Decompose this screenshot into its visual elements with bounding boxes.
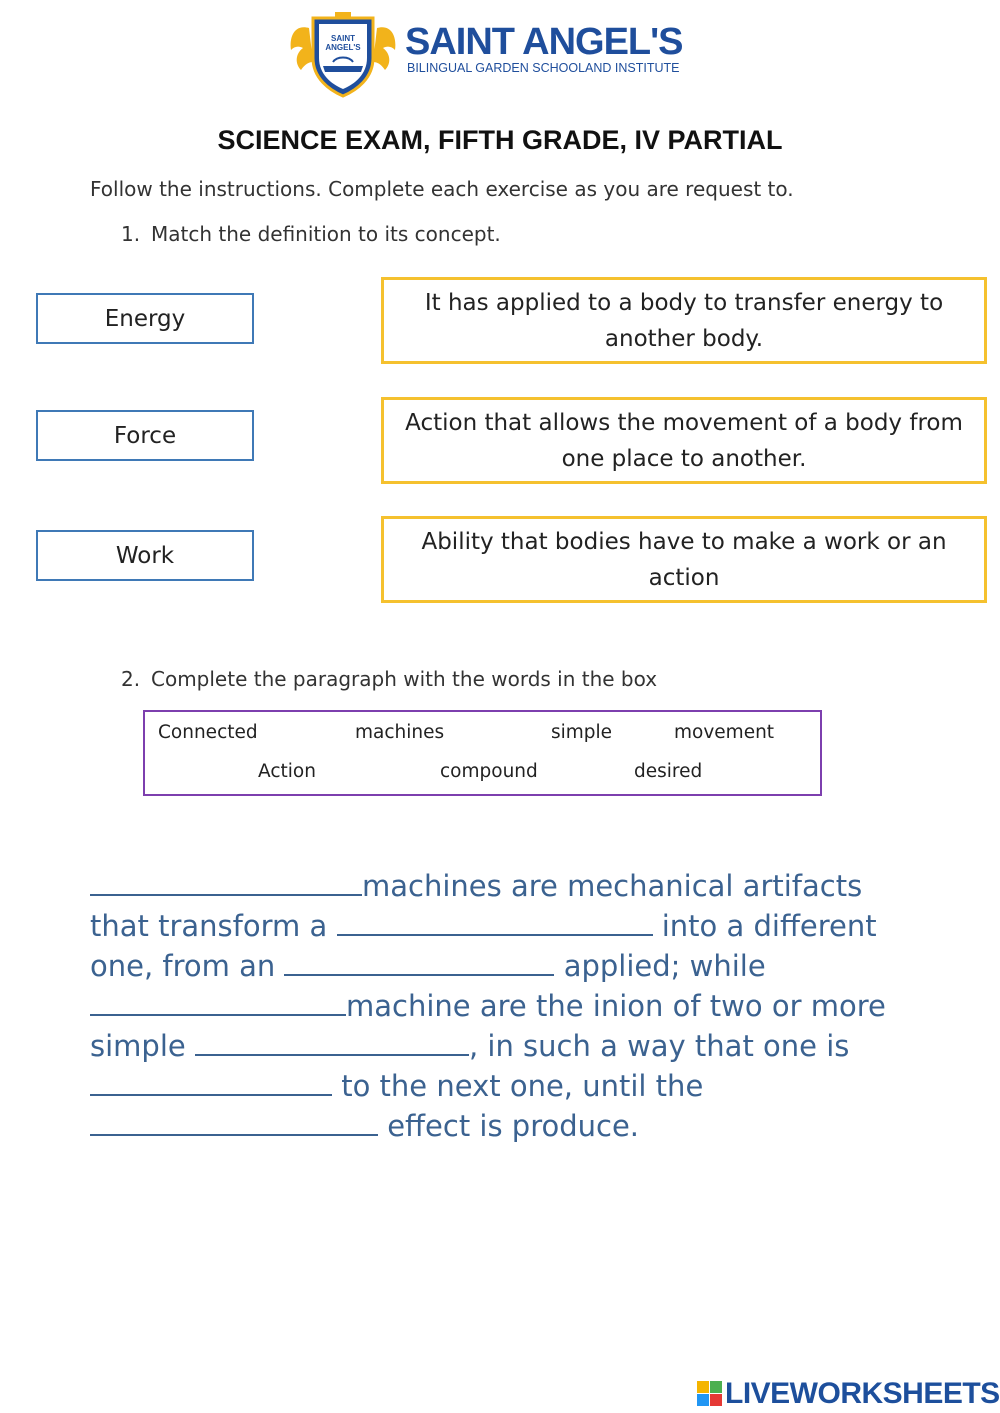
paragraph-line-4: machine are the inion of two or more <box>90 986 886 1026</box>
blank-input-5[interactable] <box>194 1028 469 1056</box>
exam-title: SCIENCE EXAM, FIFTH GRADE, IV PARTIAL <box>217 125 783 155</box>
blank-input-1[interactable] <box>90 868 362 896</box>
word-bank-item: machines <box>355 722 445 743</box>
liveworksheets-icon <box>697 1381 722 1406</box>
question-1-heading: 1. Match the definition to its concept. <box>121 221 501 247</box>
paragraph-text: applied; while <box>554 949 766 983</box>
paragraph-line-6: to the next one, until the <box>90 1066 703 1106</box>
word-bank-item: Action <box>258 761 316 782</box>
paragraph-text: that transform a <box>90 909 328 943</box>
crest-text: SAINT ANGEL'S <box>325 34 361 52</box>
paragraph-text: effect is produce. <box>378 1109 640 1143</box>
definition-box-2[interactable]: Action that allows the movement of a bod… <box>381 397 987 484</box>
paragraph-text: machine are the inion of two or more <box>346 989 886 1023</box>
question-1-text: Match the definition to its concept. <box>151 222 501 246</box>
paragraph-text: one, from an <box>90 949 276 983</box>
word-bank-item: desired <box>634 761 703 782</box>
blank-input-6[interactable] <box>90 1068 332 1096</box>
paragraph-line-3: one, from an applied; while <box>90 946 766 986</box>
word-bank-item: movement <box>674 722 775 743</box>
blank-input-7[interactable] <box>90 1108 378 1136</box>
blank-input-4[interactable] <box>90 988 346 1016</box>
paragraph-text: , in such a way that one is <box>468 1029 850 1063</box>
question-1-number: 1. <box>121 222 141 246</box>
word-bank-item: Connected <box>158 722 258 743</box>
word-bank-box: Connected machines simple movement Actio… <box>143 710 822 796</box>
concept-box-force[interactable]: Force <box>36 410 254 461</box>
paragraph-line-5: simple , in such a way that one is <box>90 1026 849 1066</box>
word-bank-item: compound <box>440 761 538 782</box>
paragraph-line-1: machines are mechanical artifacts <box>90 866 862 906</box>
paragraph-text: machines are mechanical artifacts <box>362 869 863 903</box>
paragraph-text: to the next one, until the <box>332 1069 704 1103</box>
concept-box-work[interactable]: Work <box>36 530 254 581</box>
blank-input-3[interactable] <box>284 948 555 976</box>
definition-box-3[interactable]: Ability that bodies have to make a work … <box>381 516 987 603</box>
instructions-text: Follow the instructions. Complete each e… <box>90 177 794 201</box>
question-2-heading: 2. Complete the paragraph with the words … <box>121 666 657 692</box>
paragraph-line-7: effect is produce. <box>90 1106 639 1146</box>
question-2-number: 2. <box>121 667 141 691</box>
paragraph-text: into a different <box>652 909 877 943</box>
concept-box-energy[interactable]: Energy <box>36 293 254 344</box>
school-crest-logo <box>290 12 396 98</box>
paragraph-line-2: that transform a into a different <box>90 906 877 946</box>
liveworksheets-brand: LIVEWORKSHEETS <box>725 1377 1000 1410</box>
word-bank-item: simple <box>551 722 613 743</box>
school-subtitle: BILINGUAL GARDEN SCHOOLAND INSTITUTE <box>407 61 680 75</box>
question-2-text: Complete the paragraph with the words in… <box>151 667 658 691</box>
paragraph-text: simple <box>90 1029 186 1063</box>
definition-box-1[interactable]: It has applied to a body to transfer ene… <box>381 277 987 364</box>
liveworksheets-logo: LIVEWORKSHEETS <box>697 1378 1000 1410</box>
blank-input-2[interactable] <box>336 908 653 936</box>
school-name: SAINT ANGEL'S <box>405 21 684 63</box>
